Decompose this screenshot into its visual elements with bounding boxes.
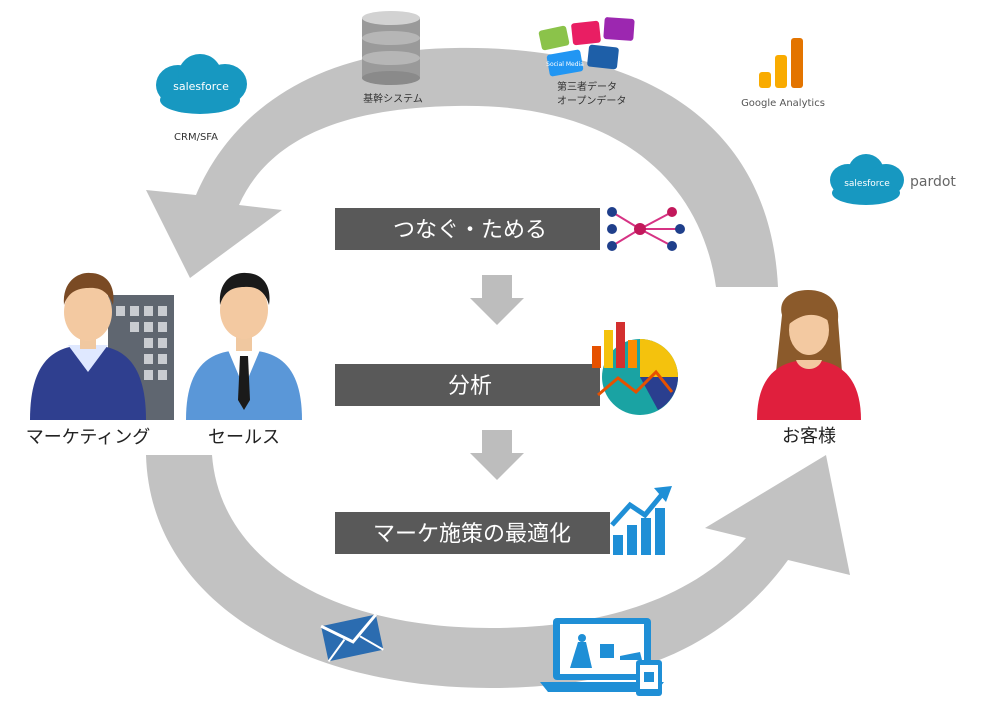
svg-text:salesforce: salesforce [173, 80, 229, 93]
step-bar-optimization: マーケ施策の最適化 [335, 512, 610, 554]
top-cycle-arrow [146, 47, 778, 287]
growth-chart-icon [610, 486, 672, 555]
down-arrow-2 [470, 430, 524, 480]
customer-label: お客様 [782, 426, 836, 447]
svg-text:Social Media: Social Media [546, 61, 584, 68]
marketing-person-icon [30, 272, 146, 420]
marketing-label: マーケティング [26, 427, 151, 448]
open-data-caption: オープンデータ [557, 94, 626, 107]
core-system-caption: 基幹システム [363, 92, 423, 105]
bottom-cycle-arrow [146, 455, 850, 688]
ecommerce-laptop-icon [540, 618, 664, 696]
google-analytics-icon [759, 38, 803, 88]
down-arrow-1 [470, 275, 524, 325]
svg-text:分析: 分析 [448, 374, 492, 399]
sales-person-icon [186, 272, 302, 420]
crm-sfa-caption: CRM/SFA [174, 132, 218, 143]
pardot-word: pardot [910, 174, 956, 190]
svg-text:salesforce: salesforce [844, 179, 890, 189]
salesforce-logo: salesforce [156, 54, 247, 114]
customer-person-icon [757, 290, 861, 420]
svg-text:つなぐ・ためる: つなぐ・ためる [393, 218, 547, 243]
database-icon [362, 11, 420, 85]
sales-label: セールス [208, 427, 280, 448]
step-bar-analysis: 分析 [335, 364, 600, 406]
google-analytics-caption: Google Analytics [741, 98, 825, 109]
social-data-icons: Social Media [538, 17, 635, 77]
third-party-data-caption: 第三者データ [557, 80, 617, 93]
email-envelope-icon [320, 613, 384, 662]
network-icon [607, 207, 685, 251]
svg-text:マーケ施策の最適化: マーケ施策の最適化 [373, 522, 571, 547]
pardot-logo: salesforce [830, 154, 904, 205]
analytics-chart-icon [592, 322, 678, 415]
step-bar-connect: つなぐ・ためる [335, 208, 600, 250]
